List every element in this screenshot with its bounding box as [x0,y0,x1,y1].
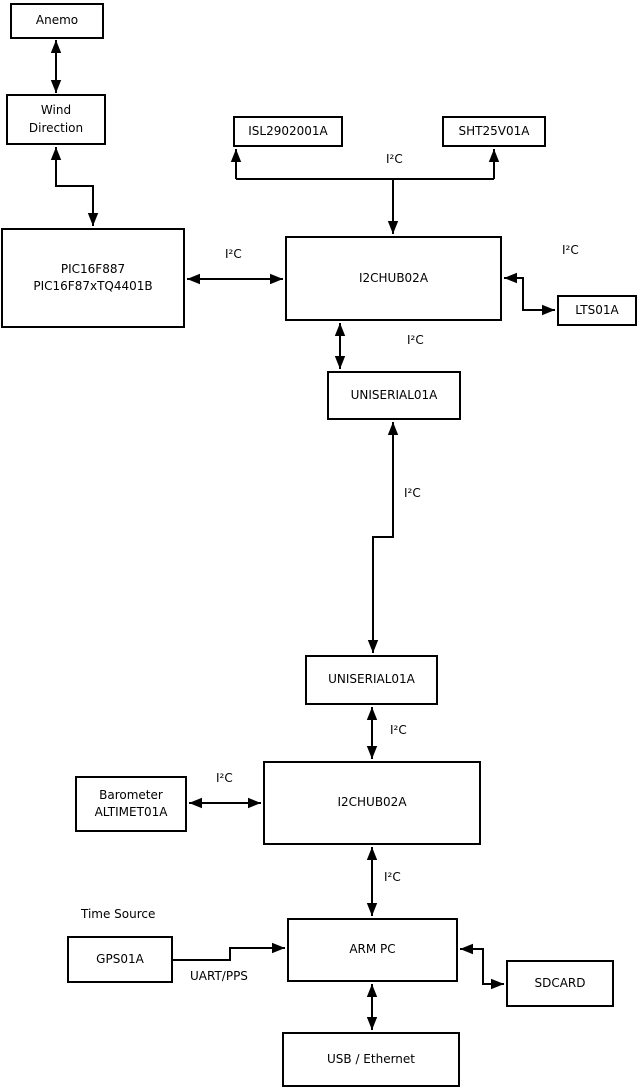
node-i2c-hub-top-label: I2CHUB02A [358,270,429,285]
edge-armpc-sdcard [460,943,504,990]
edge-label-i2c-hub2-armpc: I²C [384,870,401,884]
node-i2c-hub-top: I2CHUB02A [285,236,502,321]
edge-label-i2c-long-link: I²C [404,486,421,500]
node-usb-ethernet-label: USB / Ethernet [327,1051,415,1066]
node-lts-label: LTS01A [575,302,619,317]
node-wind-direction-label: Wind Direction [28,103,84,135]
node-sdcard-label: SDCARD [534,975,586,990]
edge-label-time-source: Time Source [81,907,156,921]
node-uniserial-top: UNISERIAL01A [327,371,461,420]
edge-label-i2c-uniserial-hub2: I²C [390,723,407,737]
node-wind-direction: Wind Direction [6,94,106,145]
node-isl-label: ISL2902001A [248,123,328,138]
edge-label-i2c-lts: I²C [562,243,579,257]
node-arm-pc: ARM PC [287,918,458,982]
node-sdcard: SDCARD [506,960,614,1007]
node-gps: GPS01A [67,936,173,983]
node-usb-ethernet: USB / Ethernet [282,1032,460,1087]
node-barometer-label: Barometer ALTIMET01A [94,787,168,819]
node-uniserial-bottom: UNISERIAL01A [305,655,438,705]
node-barometer: Barometer ALTIMET01A [75,776,187,832]
node-gps-label: GPS01A [96,951,144,966]
node-uniserial-top-label: UNISERIAL01A [350,387,438,402]
edge-label-i2c-sensor-bus: I²C [386,152,403,166]
edge-label-uart-pps: UART/PPS [190,969,248,983]
edge-uniserial1-uniserial2 [367,422,399,653]
node-sht-label: SHT25V01A [458,123,530,138]
edge-label-i2c-hub1-uniserial: I²C [407,333,424,347]
node-pic-microcontroller: PIC16F887 PIC16F87xTQ4401B [1,228,185,328]
node-i2c-hub-bottom-label: I2CHUB02A [337,795,407,810]
node-isl-sensor: ISL2902001A [233,116,343,147]
node-i2c-hub-bottom: I2CHUB02A [263,761,481,845]
node-anemo: Anemo [10,3,104,39]
edge-label-i2c-pic-hub: I²C [225,247,242,261]
node-anemo-label: Anemo [35,13,79,28]
node-arm-pc-label: ARM PC [349,942,396,957]
node-pic-label: PIC16F887 PIC16F87xTQ4401B [33,261,153,293]
edge-gps-armpc [173,942,285,961]
edge-hub1-lts [504,272,555,316]
edge-winddirection-pic [50,147,99,226]
node-sht-sensor: SHT25V01A [442,116,546,147]
node-lts-sensor: LTS01A [557,295,637,326]
edge-label-i2c-barometer: I²C [216,771,233,785]
node-uniserial-bottom-label: UNISERIAL01A [328,672,415,687]
